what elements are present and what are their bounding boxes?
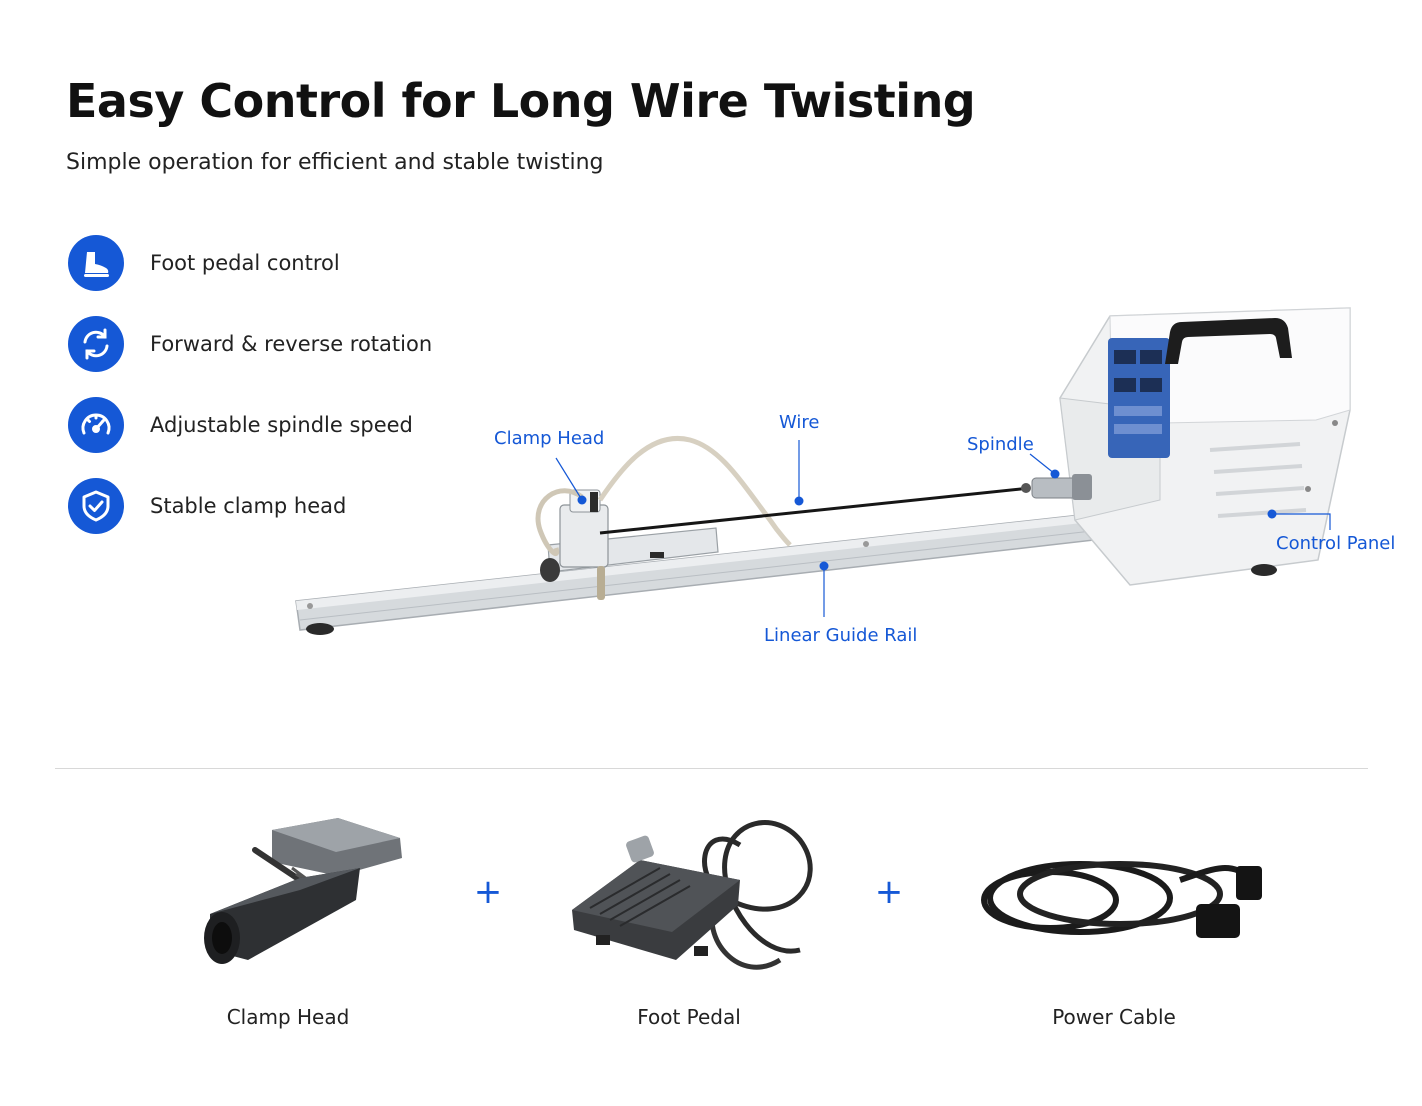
clamp-head-accessory-image	[204, 818, 402, 964]
feature-item-speed: Adjustable spindle speed	[68, 397, 468, 455]
callout-wire: Wire	[779, 412, 820, 433]
feature-item-clamp: Stable clamp head	[68, 478, 468, 536]
feature-label: Forward & reverse rotation	[150, 332, 433, 356]
speedometer-icon	[68, 397, 124, 453]
callout-spindle: Spindle	[967, 434, 1034, 455]
callout-markers	[555, 440, 1331, 617]
control-box	[1059, 307, 1351, 586]
feature-item-rotation: Forward & reverse rotation	[68, 316, 468, 374]
page-title: Easy Control for Long Wire Twisting	[66, 74, 976, 128]
foot-icon	[68, 235, 124, 291]
page-subtitle: Simple operation for efficient and stabl…	[66, 150, 604, 175]
callout-linear-guide-rail: Linear Guide Rail	[764, 625, 918, 646]
clamp-head	[535, 436, 792, 600]
shield-check-icon	[68, 478, 124, 534]
section-divider	[55, 768, 1368, 769]
callout-clamp-head: Clamp Head	[494, 428, 605, 449]
feature-label: Stable clamp head	[150, 494, 347, 518]
power-cable-accessory-image	[981, 861, 1262, 938]
feature-item-foot-pedal: Foot pedal control	[68, 235, 468, 293]
callout-control-panel: Control Panel	[1276, 533, 1396, 554]
accessory-label-foot-pedal: Foot Pedal	[637, 1005, 741, 1029]
accessory-label-clamp-head: Clamp Head	[226, 1005, 350, 1029]
foot-pedal-accessory-image	[572, 820, 813, 970]
rotation-icon	[68, 316, 124, 372]
plus-separator-1: +	[473, 872, 503, 912]
feature-label: Adjustable spindle speed	[150, 413, 413, 437]
plus-separator-2: +	[874, 872, 904, 912]
spindle	[1021, 474, 1092, 500]
wire-twisting-machine-illustration	[295, 307, 1351, 635]
wire	[599, 486, 1031, 535]
accessory-label-power-cable: Power Cable	[1052, 1005, 1176, 1029]
feature-label: Foot pedal control	[150, 251, 340, 275]
